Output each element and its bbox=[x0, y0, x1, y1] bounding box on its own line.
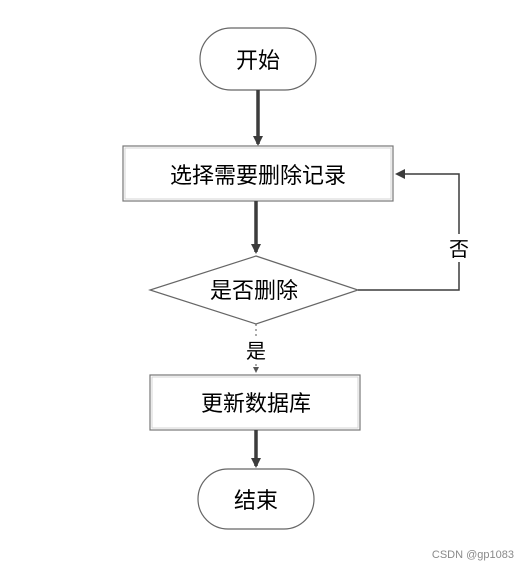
yes-label: 是 bbox=[246, 339, 266, 363]
decision-label: 是否删除 bbox=[210, 279, 298, 304]
update-database-label: 更新数据库 bbox=[201, 392, 311, 417]
end-node: 结束 bbox=[197, 468, 315, 530]
select-records-label: 选择需要删除记录 bbox=[170, 164, 346, 189]
yes-label-bg bbox=[243, 338, 269, 364]
no-label-bg bbox=[446, 234, 472, 262]
arrow-no-loop bbox=[358, 169, 460, 291]
update-database-node: 更新数据库 bbox=[149, 374, 361, 431]
start-node: 开始 bbox=[199, 27, 317, 91]
start-label: 开始 bbox=[236, 49, 280, 74]
decision-node: 是否删除 bbox=[148, 255, 360, 325]
no-label: 否 bbox=[449, 237, 469, 261]
end-label: 结束 bbox=[234, 489, 278, 514]
watermark: CSDN @gp1083 bbox=[431, 549, 514, 561]
select-records-node: 选择需要删除记录 bbox=[122, 145, 394, 202]
